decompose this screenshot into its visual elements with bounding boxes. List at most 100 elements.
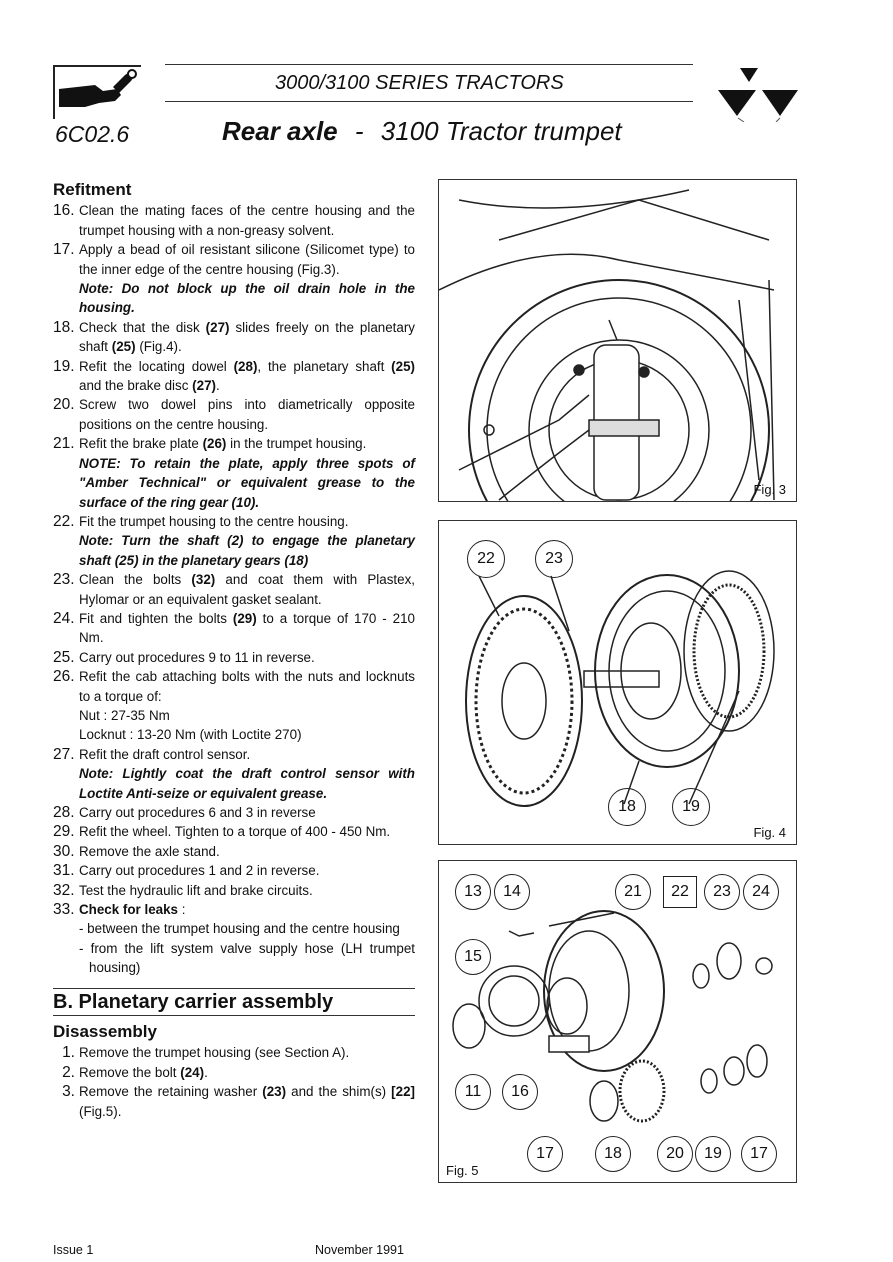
step-number: 2. [62,1063,75,1081]
step-number: 18. [53,318,75,336]
callout-14: 14 [494,874,530,910]
callout-11: 11 [455,1074,491,1110]
step-27: 27.Refit the draft control sensor.Note: … [53,745,415,803]
step-number: 30. [53,842,75,860]
service-logo [53,65,141,119]
step-text: slides freely on the planetary shaft [79,319,415,355]
step-19: 19.Refit the locating dowel (28), the pl… [53,357,415,396]
brand-logo [718,66,800,127]
step-18: 18.Check that the disk (27) slides freel… [53,318,415,357]
step-text: Remove the axle stand. [79,843,220,859]
step-text: Test the hydraulic lift and brake circui… [79,882,313,898]
step-text: Fit and tighten the bolts [79,610,233,626]
callout-21: 21 [615,874,651,910]
document-code: 6C02.6 [55,121,130,147]
step-number: 21. [53,435,75,453]
fig4-label: Fig. 4 [753,825,786,840]
title-bold: Rear axle [222,116,338,146]
title-dash: - [354,116,364,146]
step-text: Refit the draft control sensor. [79,746,251,762]
step-text: (Fig.4). [135,339,182,355]
b-step-3: 3.Remove the retaining washer (23) and t… [53,1082,415,1121]
leak-check-item: - between the trumpet housing and the ce… [79,921,400,937]
step-number: 28. [53,804,75,821]
footer-issue: Issue 1 [53,1243,94,1257]
step-number: 22. [53,512,75,530]
step-text: Remove the bolt [79,1064,181,1080]
step-text: Carry out procedures 9 to 11 in reverse. [79,649,315,665]
step-number: 19. [53,357,75,375]
title-rest: 3100 Tractor trumpet [380,116,622,146]
step-26: 26.Refit the cab attaching bolts with th… [53,667,415,745]
callout-13: 13 [455,874,491,910]
step-text: . [204,1064,208,1080]
section-b-heading: B. Planetary carrier assembly [53,987,415,1017]
step-22: 22.Fit the trumpet housing to the centre… [53,512,415,570]
step-24: 24.Fit and tighten the bolts (29) to a t… [53,609,415,648]
step-text: Fit the trumpet housing to the centre ho… [79,513,349,529]
step-text: Check that the disk [79,319,206,335]
step-text: Apply a bead of oil resistant silicone (… [79,242,415,277]
callout-24: 24 [743,874,779,910]
step-text: and coat them with Plastex, Hylomar or a… [79,572,415,607]
part-ref: (24) [180,1064,205,1080]
step-text: to a torque of 170 - 210 Nm. [79,610,415,646]
header-rule-top [165,64,693,65]
step-text: . [215,378,220,394]
step-note: Note: Do not block up the oil drain hole… [79,281,415,316]
step-text: Refit the brake plate [79,436,203,452]
step-text: Clean the bolts [79,572,192,588]
step-text: in the trumpet housing. [226,436,367,452]
part-ref: (29) [232,610,257,626]
part-ref: (25) [391,358,415,374]
step-23: 23.Clean the bolts (32) and coat them wi… [53,570,415,609]
callout-22: 22 [663,876,697,908]
step-text: (Fig.5). [79,1103,122,1119]
step-31: 31.Carry out procedures 1 and 2 in rever… [53,861,415,880]
step-28: 28. Carry out procedures 6 and 3 in rever… [53,803,415,822]
part-ref: (28) [233,358,258,374]
figure-3: Fig. 3 [438,179,797,581]
callout-20: 20 [657,1136,693,1172]
step-text: , the planetary shaft [257,358,392,374]
step-text: Carry out procedures 1 and 2 in reverse. [79,863,320,879]
step-number: 29. [53,823,75,841]
step-text: Screw two dowel pins into diametrically … [79,397,415,432]
step-number: 24. [53,609,75,627]
callout-19: 19 [672,788,710,826]
callout-23: 23 [535,540,573,578]
step-33: 33.Check for leaks : [53,900,415,919]
step-number: 31. [53,862,75,880]
disassembly-heading: Disassembly [53,1022,157,1042]
part-ref: (25) [111,339,136,355]
step-20: 20.Screw two dowel pins into diametrical… [53,395,415,434]
figure-4: 22 23 18 19 Fig. 4 [438,520,797,845]
series-title: 3000/3100 SERIES TRACTORS [275,72,564,94]
part-ref: [22] [391,1084,415,1100]
part-ref: (23) [262,1084,287,1100]
part-ref: (27) [205,319,230,335]
callout-15: 15 [455,939,491,975]
part-ref: (32) [191,572,216,588]
step-21: 21.Refit the brake plate (26) in the tru… [53,434,415,512]
step-text: and the shim(s) [286,1084,392,1100]
step-number: 32. [53,881,75,899]
step-text: Carry out procedures 6 and 3 in reverse [79,805,316,820]
step-note: NOTE: To retain the plate, apply three s… [79,455,415,510]
step-number: 20. [53,396,75,414]
fig3-illustration [438,189,775,581]
fig3-label: Fig. 3 [753,482,786,497]
step-text: and the brake disc [79,378,193,394]
part-ref: (26) [202,436,227,452]
step-17: 17.Apply a bead of oil resistant silicon… [53,240,415,318]
step-number: 33. [53,901,75,919]
step-number: 3. [62,1083,75,1101]
step-text: Remove the retaining washer [79,1084,263,1100]
callout-23: 23 [704,874,740,910]
step-number: 27. [53,745,75,763]
callout-16: 16 [502,1074,538,1110]
b-step-2: 2.Remove the bolt (24). [53,1063,415,1082]
step-number: 17. [53,241,75,259]
step-25: 25.Carry out procedures 9 to 11 in rever… [53,648,415,667]
step-number: 25. [53,648,75,666]
